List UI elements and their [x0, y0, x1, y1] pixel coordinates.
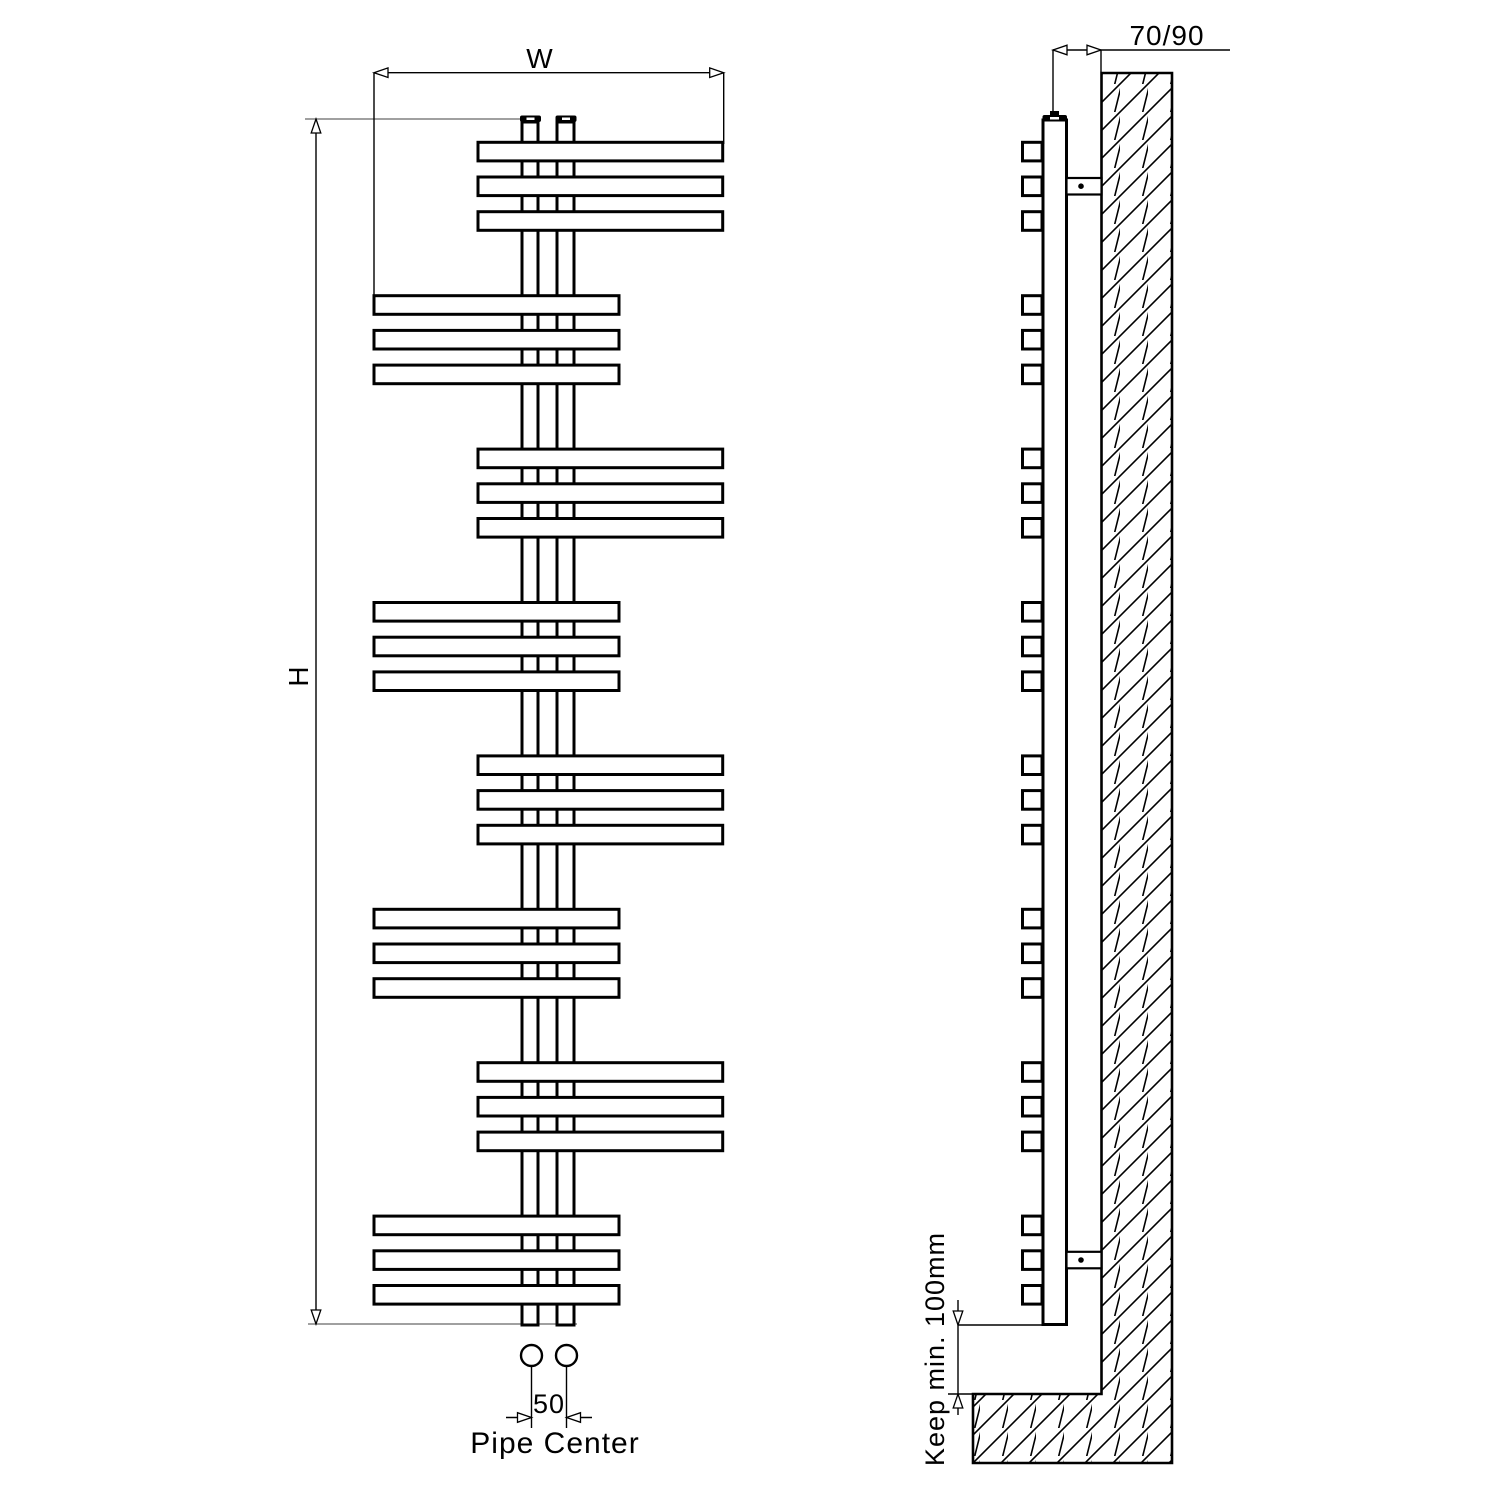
towel-rail-bar — [372, 601, 621, 623]
rail-end-square — [1021, 175, 1044, 198]
rail-end-square — [1021, 823, 1044, 846]
pipe-spacing-arrow-right — [564, 1411, 582, 1424]
rail-end-square — [1021, 1095, 1044, 1118]
pipe-right-cap-slot — [562, 117, 570, 120]
pipe-center-caption: Pipe Center — [470, 1427, 639, 1460]
towel-rail-bar — [372, 942, 621, 965]
floor-clearance-dimension-label: Keep min. 100mm — [920, 1232, 950, 1466]
rail-end-square — [1021, 447, 1044, 470]
pipe-connection-left — [519, 1343, 544, 1368]
rail-end-square — [1021, 977, 1044, 999]
rail-end-square — [1021, 635, 1044, 658]
pipe-spacing-value: 50 — [533, 1389, 565, 1419]
wall-and-floor-section — [971, 71, 1174, 1465]
floor-clearance-arrow-bottom — [952, 1391, 964, 1409]
towel-rail-bar — [372, 294, 621, 316]
rail-end-square — [1021, 942, 1044, 965]
rail-end-square — [1021, 789, 1044, 811]
side-view — [971, 71, 1174, 1465]
width-arrow-left — [371, 66, 389, 79]
radiator-column-side — [1041, 118, 1068, 1326]
dimension-arrowheads-layer — [310, 44, 1104, 1424]
towel-rail-bar — [476, 482, 725, 504]
radiator-cap-nub — [1050, 111, 1059, 116]
wall-bracket — [1065, 176, 1103, 196]
pipe-spacing-arrow-left — [516, 1411, 534, 1424]
wall-offset-arrow-left — [1050, 44, 1068, 56]
towel-rail-bar — [372, 670, 621, 693]
rail-end-square — [1021, 1130, 1044, 1153]
floor-clearance-arrow-top — [952, 1310, 964, 1328]
rail-end-square — [1021, 294, 1044, 316]
rail-end-square — [1021, 601, 1044, 623]
radiator-cap-side-slot — [1050, 117, 1059, 120]
height-arrow-bottom — [310, 1309, 322, 1327]
towel-rail-bar — [476, 789, 725, 811]
towel-rail-bar — [476, 517, 725, 539]
towel-rail-bar — [476, 175, 725, 198]
bracket-screw-dot — [1078, 183, 1084, 189]
rail-end-square — [1021, 754, 1044, 777]
towel-rail-bar — [476, 1061, 725, 1083]
towel-rail-bar — [372, 363, 621, 386]
rail-end-square — [1021, 907, 1044, 930]
height-dimension-label: H — [283, 665, 314, 686]
wall-offset-dimension-label: 70/90 — [1129, 20, 1204, 51]
pipe-left-cap-slot — [526, 117, 535, 120]
rail-end-square — [1021, 140, 1044, 163]
towel-rail-bar — [476, 823, 725, 846]
rail-end-square — [1021, 517, 1044, 539]
rail-end-square — [1021, 1061, 1044, 1083]
rail-end-square — [1021, 1214, 1044, 1237]
width-arrow-right — [709, 66, 726, 79]
rail-end-square — [1021, 670, 1044, 693]
labels-layer: W H 50 Pipe Center 70/90 Keep min. 100mm — [283, 20, 1204, 1466]
towel-rail-bar — [372, 328, 621, 351]
towel-rail-bar — [372, 1214, 621, 1237]
rail-end-square — [1021, 328, 1044, 351]
bracket-screw-dot — [1078, 1257, 1084, 1263]
towel-rail-bar — [476, 210, 725, 232]
wall-offset-arrow-right — [1086, 44, 1104, 56]
rail-end-square — [1021, 210, 1044, 232]
height-arrow-top — [310, 116, 322, 134]
pipe-connection-right — [554, 1343, 579, 1368]
width-dimension-label: W — [526, 43, 553, 74]
towel-rail-bar — [476, 1130, 725, 1153]
wall-bracket — [1065, 1250, 1103, 1270]
rail-end-square — [1021, 1284, 1044, 1306]
towel-rail-bar — [476, 140, 725, 163]
front-view — [372, 115, 725, 1368]
towel-rail-bar — [372, 977, 621, 999]
rail-end-square — [1021, 482, 1044, 504]
towel-rail-bar — [476, 1095, 725, 1118]
towel-rail-bar — [476, 754, 725, 777]
towel-rail-bar — [372, 1249, 621, 1271]
rail-end-square — [1021, 1249, 1044, 1271]
towel-rail-bar — [372, 635, 621, 658]
rail-end-square — [1021, 363, 1044, 386]
towel-rail-bar — [372, 1284, 621, 1306]
towel-rail-bar — [476, 447, 725, 470]
towel-rail-bar — [372, 907, 621, 930]
